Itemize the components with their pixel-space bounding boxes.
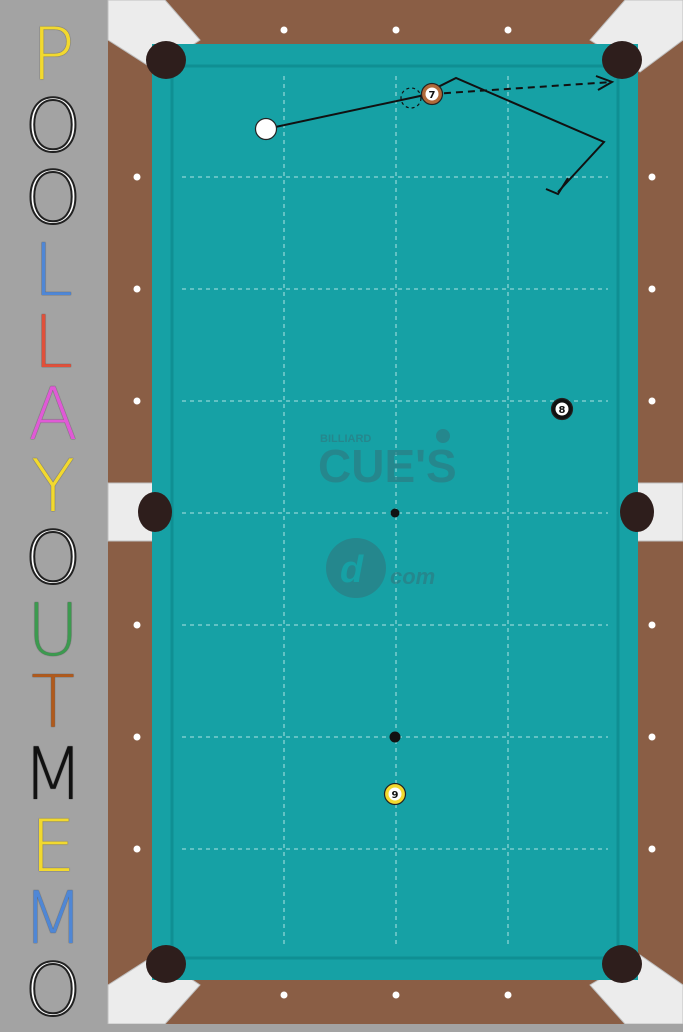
table-grid bbox=[182, 76, 608, 948]
shot-paths bbox=[265, 75, 615, 196]
title-letter: A bbox=[28, 372, 78, 456]
pocket-bottom-right bbox=[602, 945, 642, 983]
title-letter: Y bbox=[31, 444, 75, 528]
ball-7-label: 7 bbox=[429, 90, 436, 101]
cue-ball-path bbox=[265, 76, 606, 193]
title-letter: O bbox=[24, 156, 83, 240]
pocket-top-right bbox=[602, 41, 642, 79]
cue-ball[interactable] bbox=[254, 117, 278, 141]
title-letter: M bbox=[21, 732, 85, 816]
diamonds bbox=[133, 26, 656, 999]
pocket-mid-left bbox=[138, 492, 172, 532]
watermark: BILLIARD CUE'S d com bbox=[318, 429, 457, 598]
ball-9-label: 9 bbox=[392, 790, 399, 801]
ball-7[interactable]: 7 bbox=[420, 82, 444, 106]
ghost-ball bbox=[400, 87, 422, 109]
center-spot bbox=[390, 508, 400, 518]
watermark-cue-icon bbox=[436, 429, 450, 443]
title-letter: O bbox=[24, 84, 83, 168]
title-letter: L bbox=[32, 300, 74, 384]
object-path-arrowhead bbox=[595, 75, 615, 91]
svg-text:d: d bbox=[340, 549, 364, 591]
pocket-mid-right bbox=[620, 492, 654, 532]
foot-spot bbox=[389, 731, 401, 743]
pocket-bottom-left bbox=[146, 945, 186, 983]
balls[interactable]: 7 8 9 bbox=[254, 82, 574, 806]
watermark-small: BILLIARD bbox=[320, 433, 371, 445]
cue-path-arrowhead bbox=[545, 177, 569, 196]
ball-8[interactable]: 8 bbox=[550, 397, 574, 421]
title-letter: E bbox=[30, 804, 76, 888]
title-letter: T bbox=[31, 660, 75, 744]
title-letter: L bbox=[32, 228, 74, 312]
title-letter: P bbox=[31, 12, 75, 96]
watermark-logo-text: com bbox=[390, 564, 435, 589]
object-ball-path bbox=[431, 81, 613, 95]
title-letter: M bbox=[21, 876, 85, 960]
title-letter: U bbox=[26, 588, 80, 672]
watermark-logo-icon bbox=[326, 538, 386, 598]
title-sidebar bbox=[0, 0, 106, 1024]
pockets bbox=[138, 41, 654, 983]
pocket-top-left bbox=[146, 41, 186, 79]
ball-8-label: 8 bbox=[559, 405, 566, 416]
ball-9[interactable]: 9 bbox=[383, 782, 407, 806]
watermark-big: CUE'S bbox=[318, 440, 457, 492]
title-letter: O bbox=[24, 948, 83, 1032]
title-letter: O bbox=[24, 516, 83, 600]
